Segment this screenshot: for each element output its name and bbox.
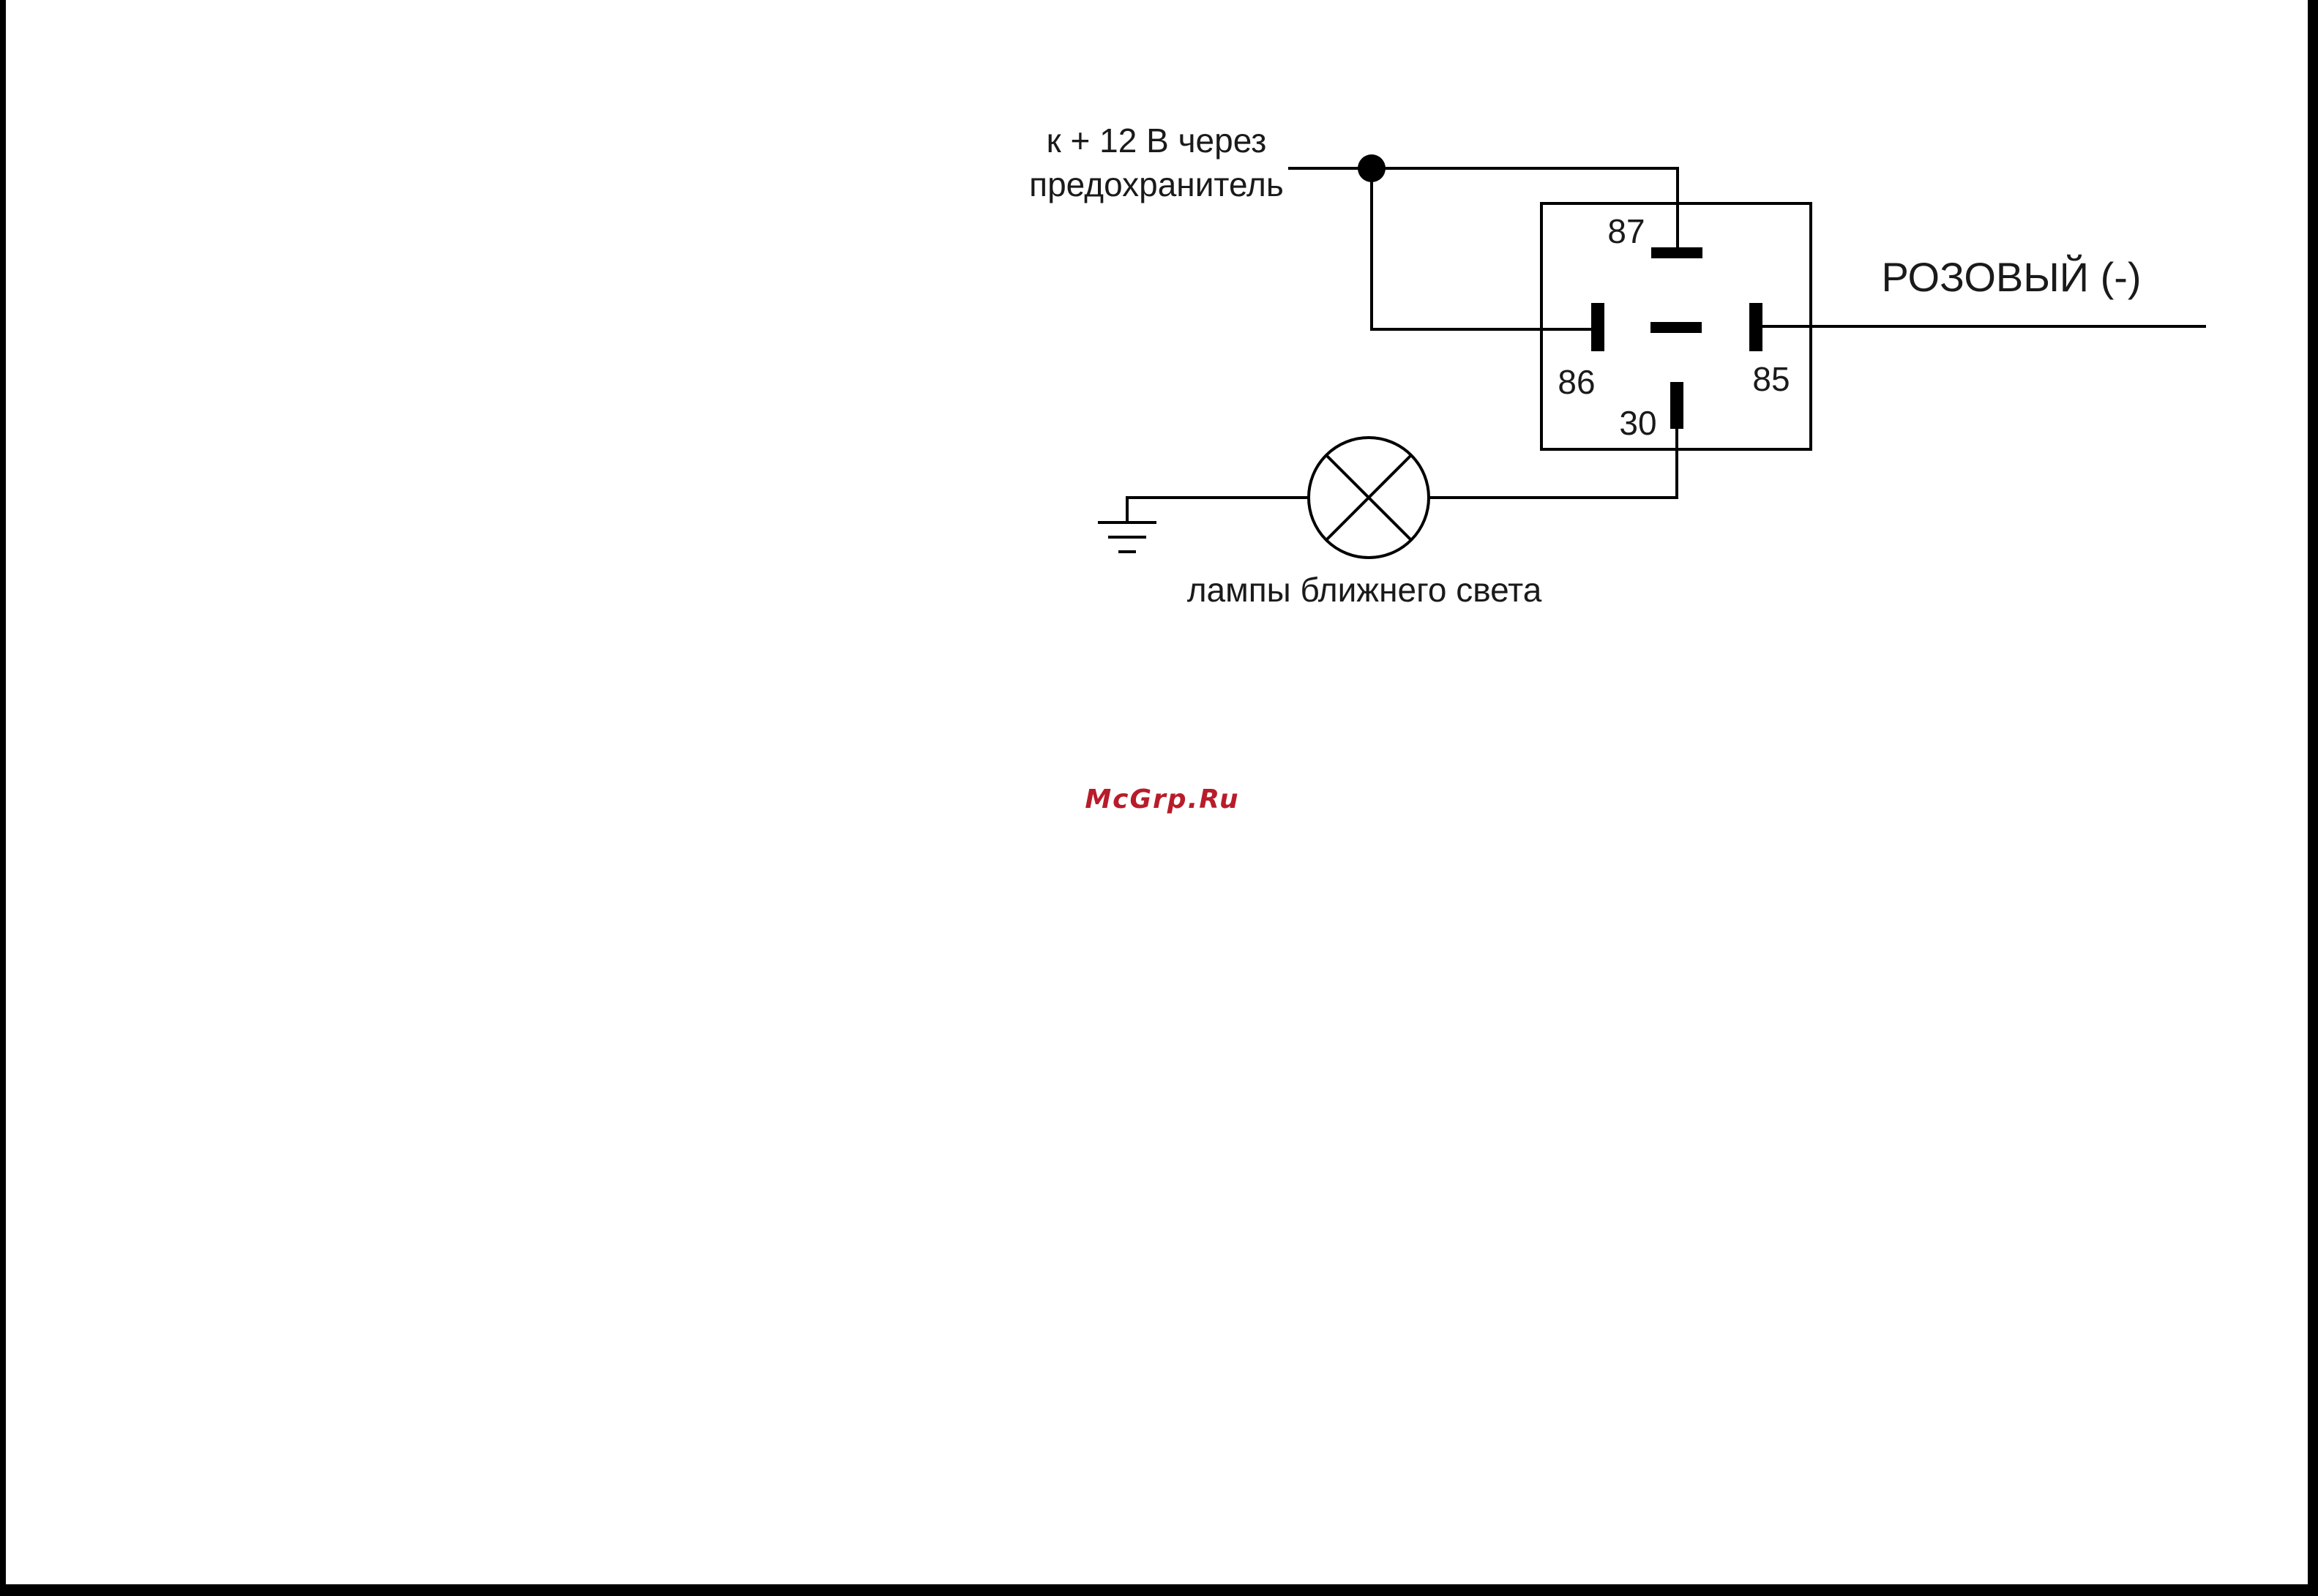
pin-87-label: 87 [1607, 212, 1645, 250]
relay-pin-30 [1670, 382, 1683, 429]
watermark: McGrp.Ru [1085, 784, 1239, 814]
supply-label-line-2: предохранитель [1029, 165, 1284, 203]
relay-pin-center [1650, 322, 1702, 333]
supply-label-line-1: к + 12 В через [1047, 121, 1267, 160]
wire-color-label: РОЗОВЫЙ (-) [1881, 254, 2141, 300]
relay-pin-86 [1591, 303, 1604, 351]
junction-dot-icon [1358, 154, 1386, 182]
pin-86-label: 86 [1558, 363, 1595, 401]
relay-pin-85 [1749, 303, 1762, 351]
relay-pin-87 [1651, 247, 1702, 258]
lamp-label: лампы ближнего света [1187, 571, 1542, 609]
ground-icon [1098, 522, 1156, 552]
wire-to-pin-86 [1372, 168, 1596, 329]
pin-85-label: 85 [1752, 360, 1790, 398]
pin-30-label: 30 [1619, 404, 1656, 442]
lamp-icon [1309, 438, 1429, 558]
wire-lamp-to-ground [1127, 498, 1309, 522]
